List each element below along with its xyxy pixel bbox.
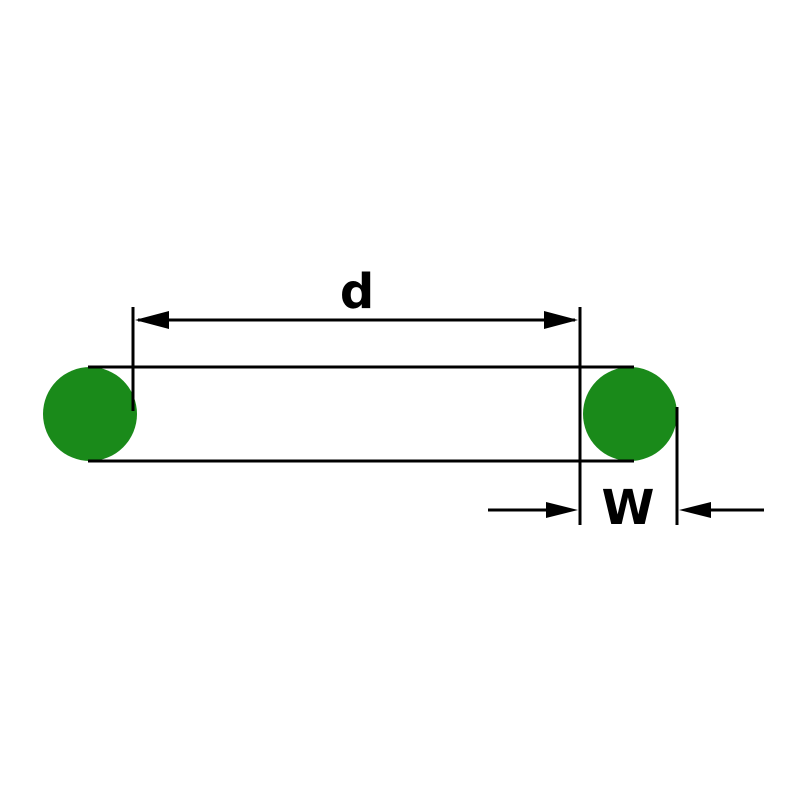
oring-cross-section-left-circle [43,367,137,461]
dimension-w-label: W [602,480,655,536]
dimension-w-arrowhead-right [679,502,711,518]
dimension-d-label: d [340,264,374,320]
dimension-d-arrowhead-right [544,311,578,329]
dimension-w-arrowhead-left [546,502,578,518]
dimension-d-arrowhead-left [135,311,169,329]
oring-cross-section-right-circle [583,367,677,461]
